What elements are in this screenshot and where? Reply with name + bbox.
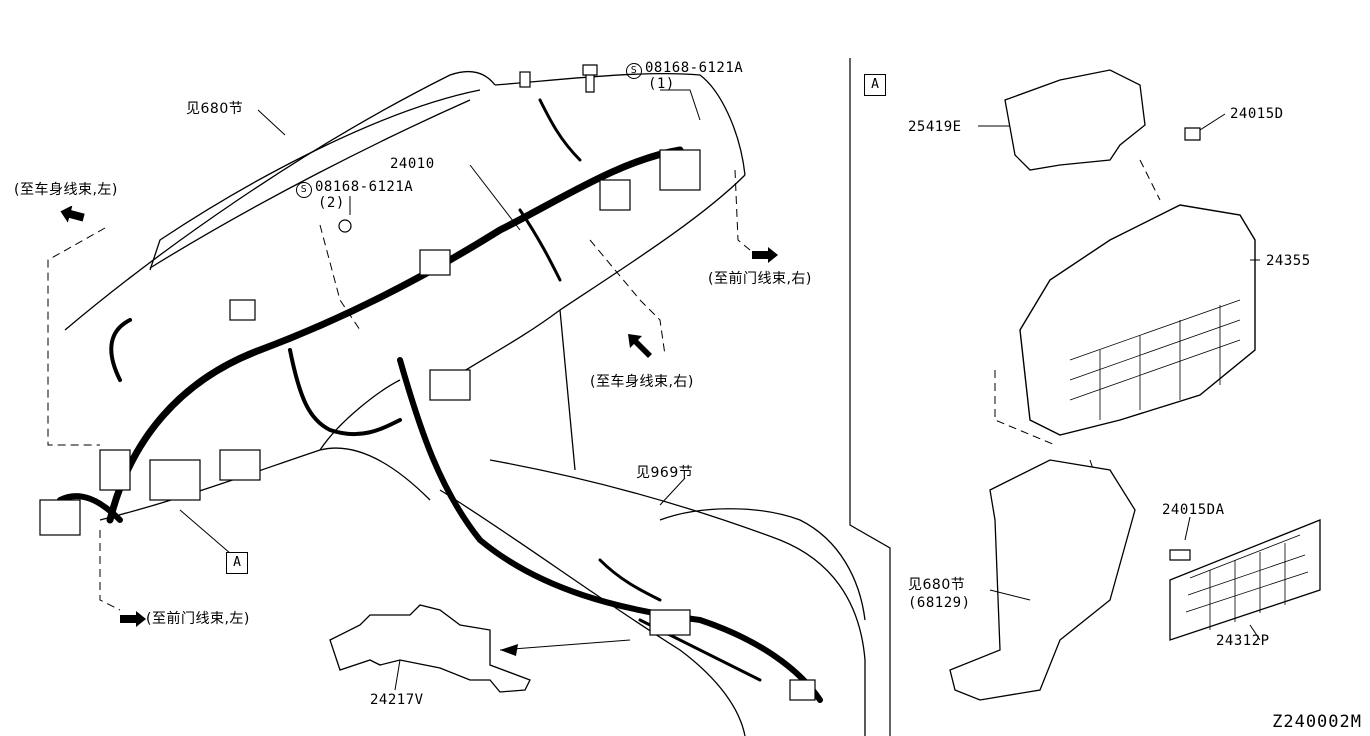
connector (419, 249, 451, 276)
section-divider-line (849, 58, 891, 736)
bolt-1-qty: (1) (648, 76, 675, 92)
diagram-code: Z240002M (1272, 712, 1362, 732)
arrow-left-icon (60, 206, 85, 223)
bolt-1-code: 08168-6121A (645, 60, 744, 76)
harness-24010-label: 24010 (390, 156, 435, 172)
see-section-969-label: 见969节 (636, 465, 694, 481)
screw (1169, 549, 1191, 561)
detail-a-header-marker: A (864, 74, 886, 96)
connector (219, 449, 261, 481)
bolt (582, 64, 598, 93)
fuse-block-grid (1069, 299, 1241, 420)
see-section-680-detail-label: 见680节 (908, 577, 966, 593)
screw-24015da-label: 24015DA (1162, 502, 1225, 518)
arrow-right-icon (752, 247, 778, 263)
connector (519, 71, 531, 88)
fuse-block-24355-label: 24355 (1266, 253, 1311, 269)
connector (149, 459, 201, 501)
connector (99, 449, 131, 491)
bracket-68129-outline (949, 459, 1136, 701)
to-body-harness-right-label: (至车身线束,右) (590, 374, 694, 390)
service-part-symbol: S (626, 63, 642, 79)
bracket-25419e-outline (1004, 69, 1146, 171)
screw-24015d-label: 24015D (1230, 106, 1284, 122)
bolt-2-qty: (2) (318, 195, 345, 211)
bolt (338, 219, 352, 233)
connector (229, 299, 256, 321)
bracket-24217v-outline (329, 604, 531, 693)
to-body-harness-left-label: (至车身线束,左) (14, 182, 118, 198)
connector (789, 679, 816, 701)
label-24312p-grid (1169, 519, 1321, 641)
arrow-upleft-icon (628, 334, 652, 358)
screw (1184, 127, 1201, 141)
bracket-25419e-label: 25419E (908, 119, 962, 135)
harness-connectors (39, 71, 816, 701)
detail-a-marker: A (226, 552, 248, 574)
service-part-symbol: S (296, 182, 312, 198)
fuse-block-24355-outline (1019, 204, 1256, 436)
to-front-door-left-label: (至前门线束,左) (146, 611, 250, 627)
connector (429, 369, 471, 401)
main-harness-bundle (57, 98, 823, 703)
connector (599, 179, 631, 211)
assembly-arrow (500, 644, 518, 656)
connector (659, 149, 701, 191)
bolt-2-code: 08168-6121A (315, 179, 414, 195)
part-68129-label: (68129) (908, 595, 971, 611)
connector (649, 609, 691, 636)
label-leaders (179, 89, 1261, 691)
connector (39, 499, 81, 536)
label-24312p-label: 24312P (1216, 633, 1270, 649)
bolt-fasteners (338, 64, 1201, 561)
bracket-24217v-label: 24217V (370, 692, 424, 708)
arrow-right-icon (120, 611, 146, 627)
see-section-680-label: 见680节 (186, 101, 244, 117)
to-front-door-right-label: (至前门线束,右) (708, 271, 812, 287)
